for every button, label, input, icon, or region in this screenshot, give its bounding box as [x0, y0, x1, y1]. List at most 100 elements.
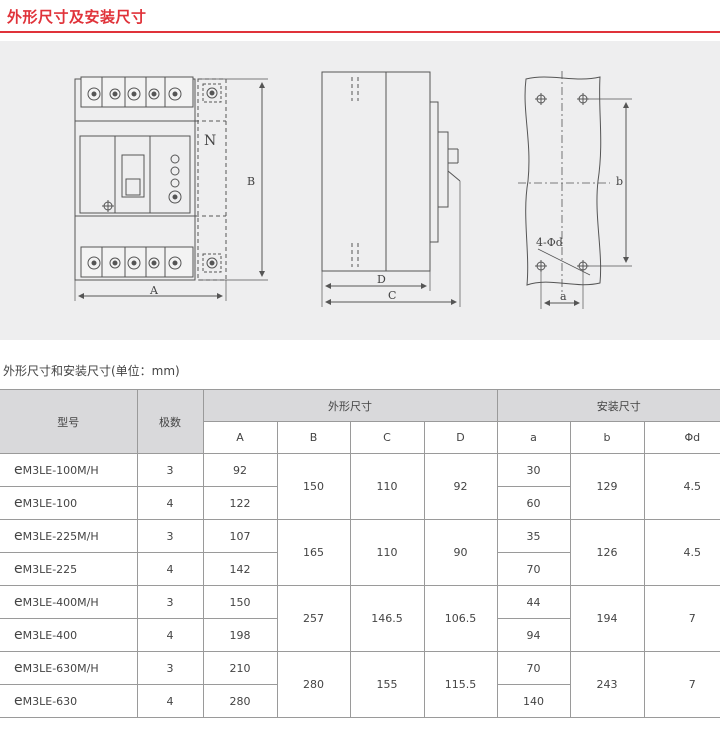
mounting-view	[518, 71, 632, 309]
poles-cell: 4	[136, 486, 204, 520]
A-cell: 92	[202, 453, 278, 487]
A-cell: 280	[202, 684, 278, 718]
model-cell: eM3LE-400M/H	[0, 585, 138, 619]
a-cell: 94	[496, 618, 570, 652]
dim-label-C: C	[388, 289, 396, 302]
header-A: A	[203, 421, 278, 454]
dimension-drawing: N B A D C	[0, 41, 720, 340]
model-name: M3LE-225M/H	[22, 530, 99, 543]
b-cell: 129	[569, 453, 645, 520]
A-cell: 107	[202, 519, 278, 553]
section-title: 外形尺寸及安装尺寸	[7, 8, 147, 26]
poles-cell: 4	[136, 552, 204, 586]
header-poles: 极数	[136, 389, 204, 454]
dim-label-holes: 4-Φd	[536, 236, 563, 249]
table-row: eM3LE-225M/H 3 107 165 110 90 35 126 4.5	[0, 519, 720, 586]
table-row: eM3LE-630M/H 3 210 280 155 115.5 70 243 …	[0, 651, 720, 718]
A-cell: 198	[202, 618, 278, 652]
A-cell: 122	[202, 486, 278, 520]
model-cell: eM3LE-225M/H	[0, 519, 138, 553]
B-cell: 257	[276, 585, 351, 652]
A-cell: 142	[202, 552, 278, 586]
B-cell: 150	[276, 453, 351, 520]
C-cell: 110	[349, 519, 425, 586]
a-cell: 30	[496, 453, 571, 487]
b-cell: 243	[569, 651, 645, 718]
table-row: eM3LE-100M/H 3 92 150 110 92 30 129 4.5	[0, 453, 720, 520]
model-prefix: e	[14, 627, 23, 643]
header-C: C	[349, 421, 425, 454]
front-view	[74, 76, 268, 301]
dim-label-A: A	[149, 284, 159, 297]
model-prefix: e	[14, 462, 23, 478]
a-cell: 35	[496, 519, 571, 553]
C-cell: 155	[349, 651, 425, 718]
table-row: eM3LE-630 4 280 140	[0, 684, 720, 718]
model-name: M3LE-630	[22, 695, 78, 708]
header-b: b	[569, 421, 645, 454]
model-cell: eM3LE-100M/H	[0, 453, 138, 487]
model-prefix: e	[14, 594, 23, 610]
poles-cell: 3	[136, 585, 204, 619]
B-cell: 165	[276, 519, 351, 586]
n-label: N	[204, 133, 216, 149]
model-prefix: e	[14, 693, 23, 709]
D-cell: 106.5	[423, 585, 498, 652]
a-cell: 70	[496, 651, 571, 685]
model-cell: eM3LE-400	[0, 618, 138, 652]
D-cell: 90	[423, 519, 498, 586]
b-cell: 194	[569, 585, 645, 652]
A-cell: 150	[202, 585, 278, 619]
model-cell: eM3LE-100	[0, 486, 138, 520]
header-install-group: 安装尺寸	[496, 389, 720, 422]
poles-cell: 3	[136, 651, 204, 685]
poles-cell: 4	[136, 618, 204, 652]
dim-label-a: a	[560, 290, 567, 303]
C-cell: 110	[349, 453, 425, 520]
model-cell: eM3LE-225	[0, 552, 138, 586]
header-D: D	[423, 421, 498, 454]
title-divider	[0, 31, 720, 33]
table-caption: 外形尺寸和安装尺寸(单位：mm)	[3, 364, 180, 378]
D-cell: 115.5	[423, 651, 498, 718]
model-name: M3LE-400	[22, 629, 78, 642]
poles-cell: 3	[136, 453, 204, 487]
header-a: a	[496, 421, 571, 454]
side-view	[321, 71, 461, 307]
model-prefix: e	[14, 495, 23, 511]
dim-label-B: B	[247, 175, 255, 188]
model-name: M3LE-100M/H	[22, 464, 99, 477]
header-outline-group: 外形尺寸	[202, 389, 498, 422]
phid-cell: 4.5	[643, 453, 720, 520]
model-name: M3LE-100	[22, 497, 78, 510]
table-row: eM3LE-225 4 142 70	[0, 552, 720, 586]
a-cell: 60	[496, 486, 570, 520]
a-cell: 44	[496, 585, 571, 619]
A-cell: 210	[202, 651, 278, 685]
model-prefix: e	[14, 660, 23, 676]
model-name: M3LE-400M/H	[22, 596, 99, 609]
phid-cell: 7	[643, 651, 720, 718]
model-name: M3LE-630M/H	[22, 662, 99, 675]
C-cell: 146.5	[349, 585, 425, 652]
model-prefix: e	[14, 528, 23, 544]
poles-cell: 4	[136, 684, 204, 718]
b-cell: 126	[569, 519, 645, 586]
dimension-table: 型号 极数 外形尺寸 安装尺寸 A B C D a b Φd eM3LE-100…	[0, 389, 720, 718]
table-row: eM3LE-400 4 198 94	[0, 618, 720, 652]
table-row: eM3LE-400M/H 3 150 257 146.5 106.5 44 19…	[0, 585, 720, 652]
a-cell: 140	[496, 684, 570, 718]
model-name: M3LE-225	[22, 563, 78, 576]
header-model: 型号	[0, 389, 138, 454]
header-B: B	[276, 421, 351, 454]
model-cell: eM3LE-630	[0, 684, 138, 718]
poles-cell: 3	[136, 519, 204, 553]
a-cell: 70	[496, 552, 570, 586]
model-prefix: e	[14, 561, 23, 577]
header-phid: Φd	[643, 421, 720, 454]
B-cell: 280	[276, 651, 351, 718]
phid-cell: 4.5	[643, 519, 720, 586]
D-cell: 92	[423, 453, 498, 520]
dim-label-b: b	[616, 175, 623, 188]
model-cell: eM3LE-630M/H	[0, 651, 138, 685]
